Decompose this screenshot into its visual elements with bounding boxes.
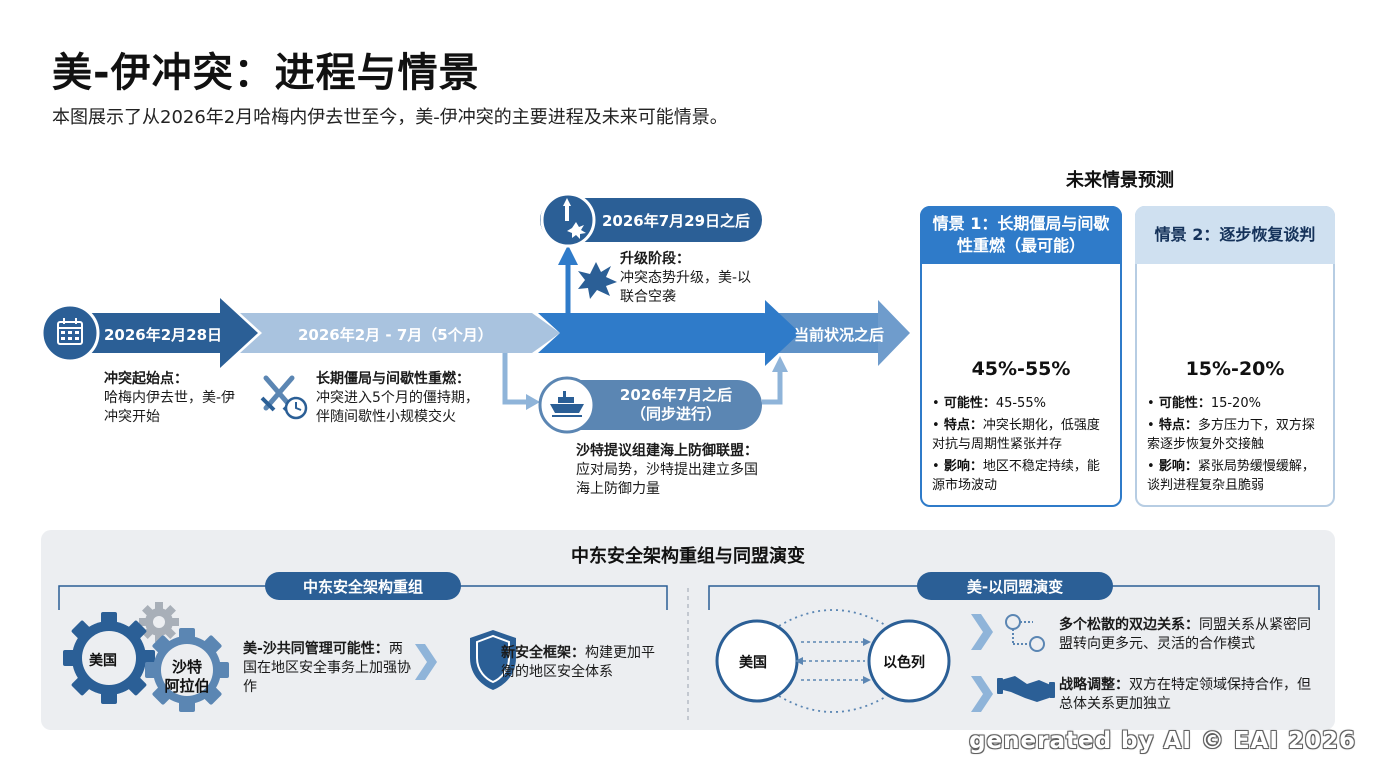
scenarios-heading: 未来情景预测 [1066, 170, 1174, 191]
parallel-description: 沙特提议组建海上防御联盟：应对局势，沙特提出建立多国海上防御力量 [576, 443, 758, 497]
scenario-1-details: • 可能性：45-55% • 特点：冲突长期化，低强度对抗与周期性紧张并存 • … [932, 394, 1112, 498]
chevron-right-icon [971, 614, 993, 650]
phase-description: 长期僵局与间歇性重燃：冲突进入5个月的僵持期，伴随间歇性小规模交火 [316, 371, 479, 425]
chevron-right-icon [415, 644, 437, 680]
page-title: 美-伊冲突：进程与情景 [52, 50, 480, 96]
right-item-1: 多个松散的双边关系：同盟关系从紧密同盟转向更多元、灵活的合作模式 [1059, 617, 1311, 652]
escalation-pill-bg [540, 198, 762, 242]
left-section-pill: 中东安全架构重组 [265, 572, 461, 600]
scenario-2-possibility: • 可能性：15-20% [1147, 396, 1261, 411]
scenario-1-impact: • 影响：地区不稳定持续，能源市场波动 [932, 459, 1100, 493]
scenario-2-feature: • 特点：多方压力下，双方探索逐步恢复外交接触 [1147, 418, 1315, 452]
gear-usa-label: 美国 [89, 653, 117, 669]
escalation-description: 升级阶段：冲突态势升级，美-以联合空袭 [620, 251, 752, 305]
bottom-graphics [58, 585, 1320, 720]
right-item-2: 战略调整：双方在特定领域保持合作，但总体关系更加独立 [1059, 677, 1311, 712]
scenario-1-possibility: • 可能性：45-55% [932, 396, 1046, 411]
left-item-2: 新安全框架：构建更加平衡的地区安全体系 [501, 645, 655, 680]
parallel-pill-bg [540, 380, 762, 430]
gear-small-icon [139, 602, 179, 642]
parallel-date: 2026年7月之后（同步进行） [619, 386, 733, 423]
scenario-2-percent: 15%-20% [1185, 358, 1285, 380]
left-item-1: 美-沙共同管理可能性：两国在地区安全事务上加强协作 [243, 641, 411, 695]
scenario-2-details: • 可能性：15-20% • 特点：多方压力下，双方探索逐步恢复外交接触 • 影… [1147, 394, 1325, 498]
gear-saudi-label: 沙特阿拉伯 [164, 658, 210, 695]
scenario-2-impact: • 影响：紧张局势缓慢缓解，谈判进程复杂且脆弱 [1147, 459, 1315, 493]
phase-label: 2026年2月 - 7月（5个月） [298, 326, 493, 344]
network-people-icon [1005, 614, 1045, 652]
timeline-graphic [40, 192, 1309, 434]
bottom-panel-title: 中东安全架构重组与同盟演变 [571, 546, 805, 567]
bottom-panel: 中东安全架构重组与同盟演变 [41, 530, 1335, 730]
node-israel-circle [867, 619, 951, 703]
right-section-pill: 美-以同盟演变 [917, 572, 1113, 600]
scenario-2-title: 情景 2：逐步恢复谈判 [1135, 206, 1335, 264]
chevron-right-icon [971, 676, 993, 712]
node-israel-label: 以色列 [883, 655, 925, 671]
explosion-icon [578, 262, 617, 299]
scenario-1-feature: • 特点：冲突长期化，低强度对抗与周期性紧张并存 [932, 418, 1100, 452]
page-subtitle: 本图展示了从2026年2月哈梅内伊去世至今，美-伊冲突的主要进程及未来可能情景。 [52, 107, 728, 128]
timeline-band-main [538, 313, 795, 353]
gear-usa-icon [63, 612, 155, 704]
start-description: 冲突起始点：哈梅内伊去世，美-伊冲突开始 [104, 371, 236, 425]
escalation-date: 2026年7月29日之后 [602, 212, 751, 230]
watermark: generated by AI © EAI 2026 [969, 728, 1356, 754]
calendar-icon [57, 318, 83, 345]
start-date-label: 2026年2月28日 [104, 326, 223, 344]
timeline-band-phase [240, 313, 560, 353]
scenario-1-title: 情景 1：长期僵局与间歇性重燃（最可能） [920, 206, 1122, 264]
ship-icon [550, 391, 584, 417]
scenario-card-2: 情景 2：逐步恢复谈判 15%-20% • 可能性：15-20% • 特点：多方… [1135, 206, 1335, 507]
current-label: 当前状况之后 [794, 326, 885, 344]
escalation-arrow-icon [563, 198, 586, 239]
node-usa-label: 美国 [739, 655, 767, 671]
scenario-card-1: 情景 1：长期僵局与间歇性重燃（最可能） 45%-55% • 可能性：45-55… [920, 206, 1122, 507]
timeline-band-current [764, 313, 908, 353]
swords-clock-icon [260, 375, 308, 420]
gear-saudi-icon [145, 628, 229, 712]
scenario-1-percent: 45%-55% [971, 358, 1071, 380]
handshake-icon [997, 676, 1055, 702]
shield-icon [470, 630, 516, 690]
timeline-band-start [70, 313, 255, 353]
